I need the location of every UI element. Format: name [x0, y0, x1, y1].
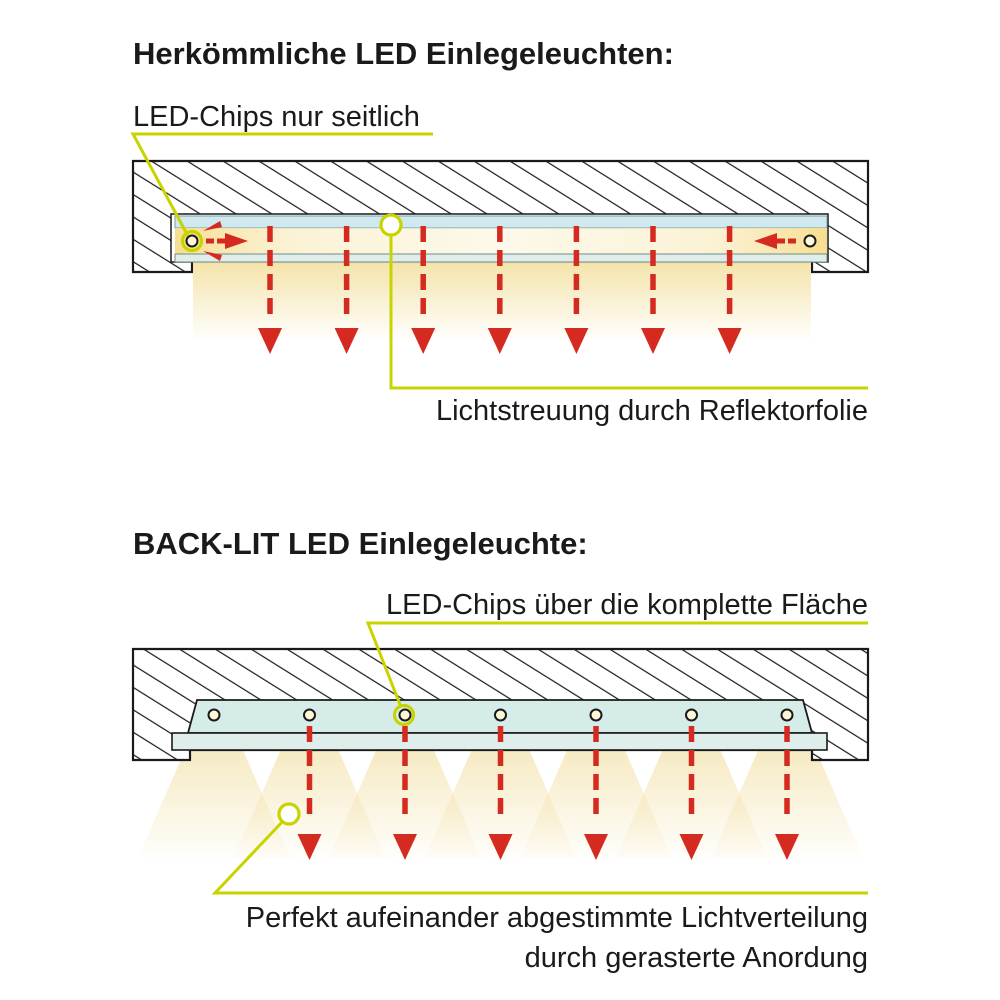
callout-line-chips-full — [365, 621, 868, 708]
led-chip — [685, 708, 698, 722]
led-chip — [589, 708, 603, 722]
led-chip — [494, 708, 507, 722]
down-arrow-backlit — [488, 726, 513, 860]
led-chip — [398, 708, 412, 722]
callout-marker-distribution — [277, 802, 301, 826]
callout-marker-diffusion — [379, 213, 403, 237]
down-arrow-backlit — [775, 726, 799, 860]
label-chips-full: LED-Chips über die komplette Fläche — [386, 589, 868, 621]
callout-line-diffusion — [389, 235, 868, 390]
down-arrow-conventional — [411, 226, 436, 354]
down-arrow-backlit — [393, 726, 417, 860]
led-chip — [780, 708, 794, 722]
label-chips-side: LED-Chips nur seitlich — [133, 101, 420, 133]
down-arrow-conventional — [487, 226, 512, 354]
down-arrow-conventional — [564, 226, 589, 354]
callout-marker-chips-full — [392, 703, 416, 727]
down-arrow-conventional — [717, 226, 742, 354]
title-backlit: BACK-LIT LED Einlegeleuchte: — [133, 526, 588, 561]
label-distribution-line1: Perfekt aufeinander abgestimmte Lichtver… — [246, 902, 868, 934]
led-chip-grid — [207, 708, 794, 722]
down-arrow-conventional — [258, 226, 282, 354]
section-conventional: Herkömmliche LED Einlegeleuchten: — [130, 36, 870, 427]
callout-line-distribution — [211, 818, 868, 895]
down-arrow-backlit — [584, 726, 608, 860]
section-backlit: BACK-LIT LED Einlegeleuchte: LED-Chips ü… — [131, 526, 870, 974]
down-arrow-conventional — [641, 226, 665, 354]
callout-line-chips-side — [130, 132, 433, 237]
down-arrows-backlit — [297, 726, 799, 860]
label-distribution-line2: durch gerasterte Anordung — [525, 942, 868, 974]
down-arrows-conventional — [258, 226, 742, 354]
led-chip-right — [803, 234, 817, 248]
callout-marker-chips-side — [180, 229, 204, 253]
down-arrow-conventional — [334, 226, 359, 354]
led-chip-left — [185, 234, 199, 248]
label-diffusion: Lichtstreuung durch Reflektorfolie — [436, 395, 868, 427]
led-chip — [207, 708, 221, 722]
led-chip — [303, 708, 316, 722]
down-arrow-backlit — [297, 726, 322, 860]
title-conventional: Herkömmliche LED Einlegeleuchten: — [133, 36, 674, 71]
side-arrows — [203, 221, 796, 261]
down-arrow-backlit — [679, 726, 704, 860]
